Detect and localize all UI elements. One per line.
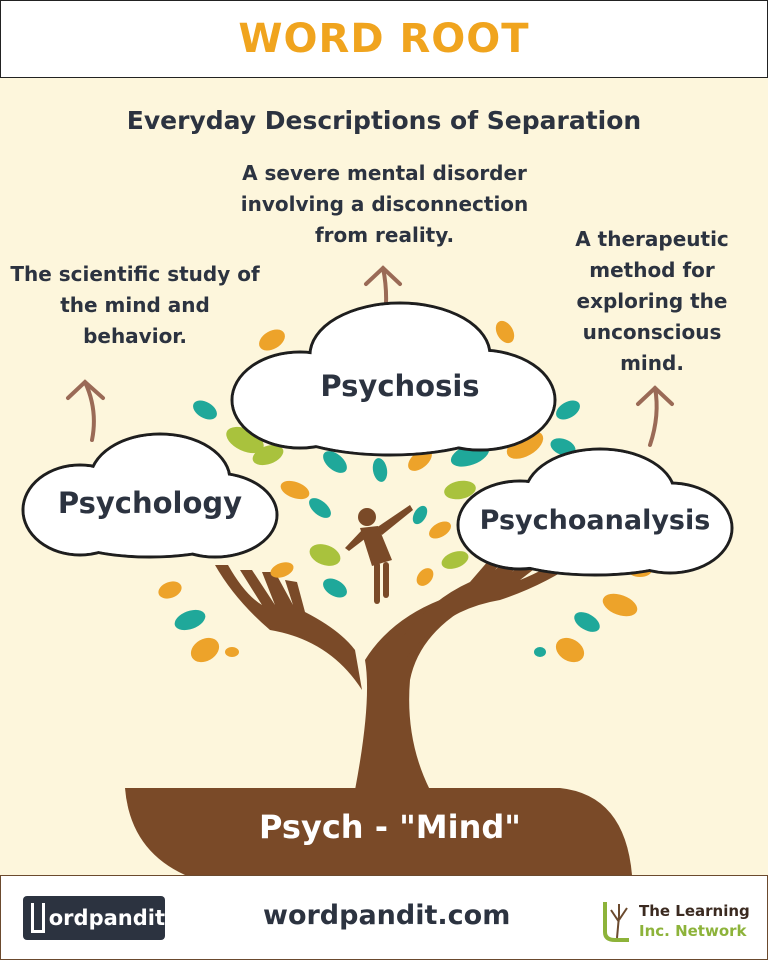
cloud-psychology	[21, 432, 279, 559]
definition-psychosis: A severe mental disorder involving a dis…	[240, 161, 529, 247]
bookmark-icon	[31, 903, 45, 933]
word-psychology: Psychology	[57, 486, 243, 520]
cloud-psychosis	[230, 301, 557, 457]
definition-psychology: The scientific study of the mind and beh…	[10, 262, 260, 348]
subtitle: Everyday Descriptions of Separation	[126, 106, 642, 135]
partner-line-2: Inc. Network	[639, 922, 747, 940]
header-banner: WORD ROOT	[0, 0, 768, 78]
partner-line-1: The Learning	[639, 902, 750, 920]
footer: ordpandit wordpandit.com The Learning In…	[0, 875, 768, 960]
definition-psychoanalysis: A therapeutic method for exploring the u…	[575, 227, 729, 375]
site-link[interactable]: wordpandit.com	[263, 900, 511, 931]
page-title: WORD ROOT	[238, 16, 530, 62]
left-hand-branch	[215, 565, 362, 690]
cloud-psychoanalysis	[456, 447, 734, 577]
arrow-up-icon	[66, 379, 105, 442]
tree-logo-icon	[603, 902, 629, 942]
logo-text: ordpandit	[48, 906, 165, 930]
root-label: Psych - "Mind"	[259, 808, 521, 846]
word-psychosis: Psychosis	[320, 369, 480, 403]
word-psychoanalysis: Psychoanalysis	[479, 505, 711, 536]
child-figure	[345, 505, 413, 604]
ground	[125, 788, 632, 875]
tree-trunk	[355, 585, 480, 790]
leaves	[158, 320, 652, 663]
learning-inc-logo[interactable]: The Learning Inc. Network	[601, 898, 750, 944]
wordpandit-logo[interactable]: ordpandit	[23, 896, 165, 940]
arrow-up-icon	[636, 385, 674, 447]
